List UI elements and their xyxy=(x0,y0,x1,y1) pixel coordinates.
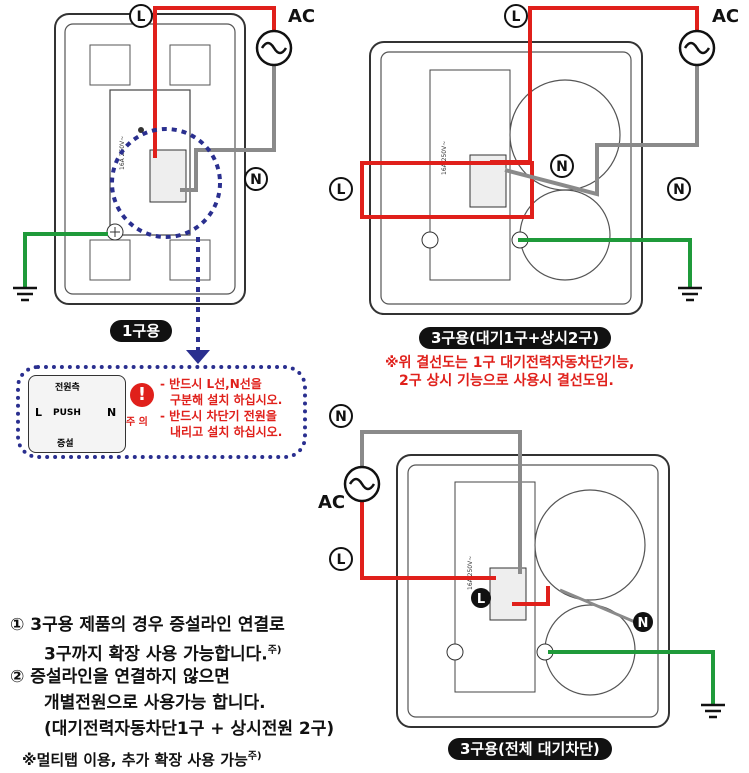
ground-symbol-2 xyxy=(678,286,702,302)
ac-source-3 xyxy=(343,465,381,503)
terminal-detail: 전원측 PUSH L N 증설 xyxy=(28,375,126,453)
three-gang-full-plate xyxy=(396,454,670,728)
warning-line2: 구분해 설치 하십시오. xyxy=(170,393,283,407)
terminal-n-label: N xyxy=(107,406,117,419)
note-1-line1: ① 3구용 제품의 경우 증설라인 연결로 xyxy=(10,615,285,635)
callout-arrow xyxy=(186,350,210,364)
warning-line3: - 반드시 차단기 전원을 xyxy=(160,409,277,423)
mixed-note-line2: 2구 상시 기능으로 사용시 결선도임. xyxy=(399,373,614,389)
n-marker-3-label: N xyxy=(673,182,685,198)
ac-label-2: AC xyxy=(712,6,739,27)
ac-source-2 xyxy=(678,29,716,67)
n-marker-3: N xyxy=(667,177,691,201)
ground-symbol-3 xyxy=(701,703,725,719)
ground-symbol-1 xyxy=(13,286,37,302)
note-1-line2-wrap: 3구까지 확장 사용 가능합니다.주) xyxy=(44,638,282,668)
n-marker-1: N xyxy=(244,167,268,191)
l-marker-4: L xyxy=(329,547,353,571)
three-gang-full-wires xyxy=(360,430,715,705)
l-marker-1: L xyxy=(129,4,153,28)
footnote-sup: 주) xyxy=(247,751,262,762)
n-marker-2-label: N xyxy=(556,159,568,175)
footnote-wrap: ※멀티탭 이용, 추가 확장 사용 가능주) xyxy=(22,744,262,773)
l-marker-2: L xyxy=(504,4,528,28)
terminal-push-label: PUSH xyxy=(53,408,81,418)
warning-line1: - 반드시 L선,N선을 xyxy=(160,377,262,391)
n-marker-4: N xyxy=(329,404,353,428)
full-rating: 16A 250V~ xyxy=(467,556,474,590)
l-marker-1-label: L xyxy=(137,9,146,25)
one-gang-wires xyxy=(23,6,276,288)
mixed-rating: 16A 250V~ xyxy=(441,141,448,175)
three-gang-mixed-wires xyxy=(360,6,699,288)
l-marker-2-label: L xyxy=(512,9,521,25)
n-marker-2: N xyxy=(550,154,574,178)
note-2-line2: 개별전원으로 사용가능 합니다. xyxy=(44,693,266,713)
three-gang-mixed-plate xyxy=(369,41,643,315)
l-marker-3: L xyxy=(329,177,353,201)
ac-source-1 xyxy=(255,29,293,67)
n-marker-5: N xyxy=(633,612,653,632)
caption-three-gang-full: 3구용(전체 대기차단) xyxy=(448,738,612,760)
ac-label-3: AC xyxy=(318,492,345,513)
caution-label: 주 의 xyxy=(126,417,148,428)
caption-three-gang-mixed: 3구용(대기1구+상시2구) xyxy=(419,327,611,349)
terminal-extension-label: 증설 xyxy=(57,439,74,449)
mixed-note-line1: ※위 결선도는 1구 대기전력자동차단기능, xyxy=(385,355,635,371)
note-2-line3: (대기전력자동차단1구 + 상시전원 2구) xyxy=(44,719,335,739)
l-marker-3-label: L xyxy=(337,182,346,198)
l-marker-5-label: L xyxy=(477,592,485,607)
callout-circle xyxy=(110,127,222,239)
n-marker-1-label: N xyxy=(250,172,262,188)
caption-one-gang: 1구용 xyxy=(110,320,173,342)
terminal-power-label: 전원측 xyxy=(55,383,80,393)
l-marker-4-label: L xyxy=(337,552,346,568)
ac-label-1: AC xyxy=(288,6,315,27)
n-marker-5-label: N xyxy=(638,616,649,631)
l-marker-5: L xyxy=(471,588,491,608)
note-1-line2: 3구까지 확장 사용 가능합니다. xyxy=(44,644,268,665)
caution-icon: ! xyxy=(130,383,154,407)
note-1-sup: 주) xyxy=(267,645,282,656)
note-2-line1: ② 증설라인을 연결하지 않으면 xyxy=(10,667,230,687)
footnote: ※멀티탭 이용, 추가 확장 사용 가능 xyxy=(22,751,248,769)
n-marker-4-label: N xyxy=(335,409,347,425)
warning-line4: 내리고 설치 하십시오. xyxy=(170,425,283,439)
warning-box: 전원측 PUSH L N 증설 ! 주 의 - 반드시 L선,N선을 구분해 설… xyxy=(16,365,307,459)
terminal-l-label: L xyxy=(35,406,43,419)
